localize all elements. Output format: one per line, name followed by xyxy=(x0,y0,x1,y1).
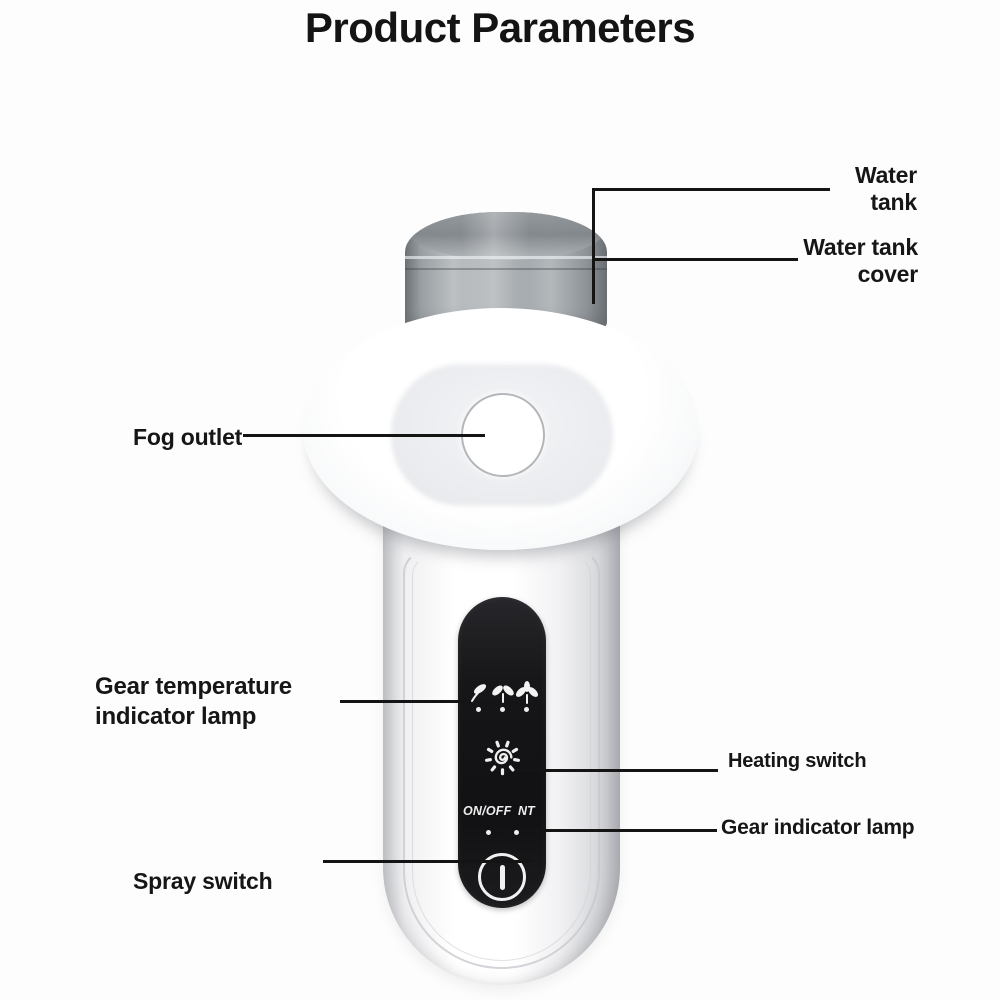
label-gear-indicator-lamp: Gear indicator lamp xyxy=(721,816,915,839)
gear-temp-indicator-lamp-dot xyxy=(500,707,505,712)
callout-line-fog-outlet xyxy=(243,434,485,437)
tank-cover-thread xyxy=(405,268,607,270)
sprout-three-leaf-icon xyxy=(515,681,539,704)
on-off-label: ON/OFF xyxy=(463,804,512,818)
heating-sun-spiral-icon xyxy=(484,740,521,776)
tank-cover-rim xyxy=(405,256,607,259)
callout-line-gear-temp-lamp xyxy=(340,700,470,703)
label-water-tank: Water tank xyxy=(854,162,917,215)
power-bar xyxy=(499,865,505,890)
page-title: Product Parameters xyxy=(304,4,696,51)
callout-line-heating-switch xyxy=(517,769,718,772)
label-spray-switch: Spray switch xyxy=(133,868,273,894)
callout-line-water-tank xyxy=(592,188,830,191)
fog-outlet-disc xyxy=(303,308,699,550)
handle-ridge-inner xyxy=(412,556,591,961)
label-fog-outlet: Fog outlet xyxy=(133,424,243,450)
control-panel: ON/OFF NT xyxy=(458,597,546,908)
callout-line-water-tank-vertical xyxy=(592,188,595,304)
gear-indicator-lamp-dot xyxy=(486,830,491,835)
sprout-two-leaf-icon xyxy=(492,685,514,703)
label-heating-switch: Heating switch xyxy=(728,750,867,772)
callout-line-spray-switch xyxy=(323,860,533,863)
water-tank xyxy=(405,212,607,330)
label-water-tank-cover: Water tank cover xyxy=(803,234,918,287)
label-gear-temperature-indicator-lamp: Gear temperature indicator lamp xyxy=(95,673,292,730)
sprout-one-leaf-icon xyxy=(471,684,487,702)
callout-line-water-tank-cover xyxy=(594,258,798,261)
handle-ridge-outer xyxy=(403,550,600,969)
nt-label: NT xyxy=(518,804,535,818)
water-tank-cover xyxy=(409,212,603,260)
gear-indicator-lamp-dot xyxy=(514,830,519,835)
power-switch-icon xyxy=(478,853,526,901)
callout-line-gear-indicator-lamp xyxy=(521,829,717,832)
gear-temp-indicator-lamp-dot xyxy=(524,707,529,712)
gear-temp-indicator-lamp-dot xyxy=(476,707,481,712)
